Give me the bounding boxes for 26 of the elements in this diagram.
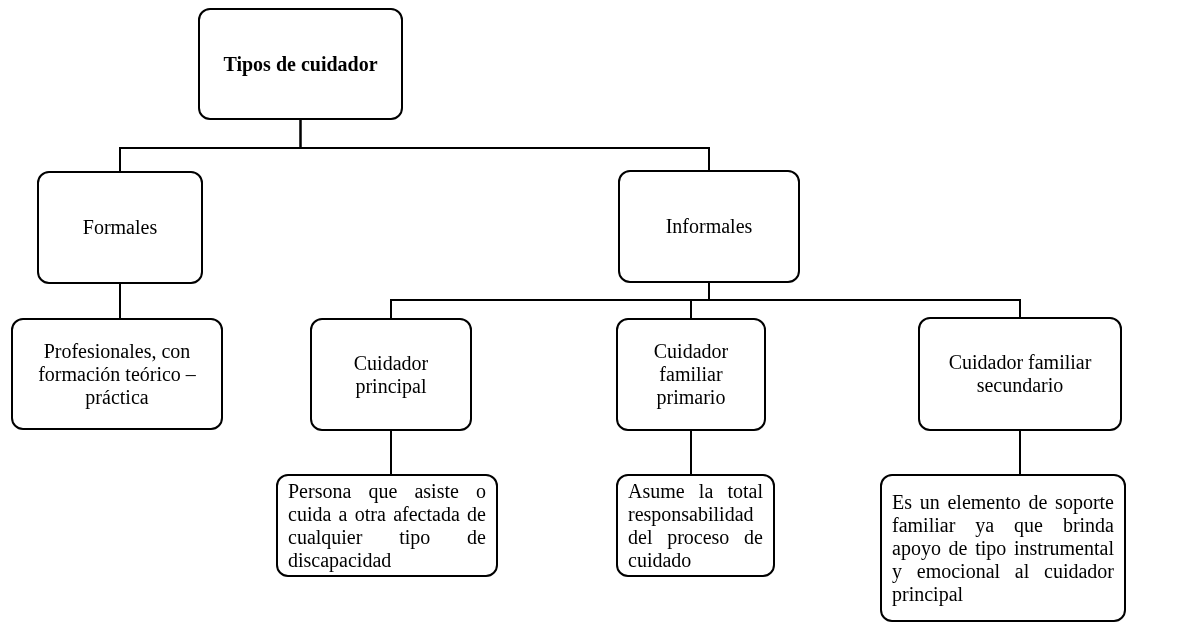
node-text: Persona que asiste o cuida a otra afectada de cualquier tipo de discapacidad bbox=[288, 479, 486, 572]
connector-line bbox=[119, 283, 121, 319]
rounded-box bbox=[618, 170, 800, 283]
node-text: Asume la total responsabilidad del proceso de cuidado bbox=[628, 479, 763, 572]
connector-line bbox=[708, 282, 1021, 318]
rounded-box bbox=[616, 474, 775, 577]
node-text: Informales bbox=[664, 215, 754, 238]
connector-line bbox=[690, 430, 692, 475]
connector-line bbox=[299, 119, 710, 171]
node-text: Cuidador familiar secundario bbox=[947, 351, 1093, 397]
connector-line bbox=[390, 430, 392, 475]
rounded-box bbox=[880, 474, 1126, 622]
rounded-box bbox=[11, 318, 223, 430]
node-text: Es un elemento de soporte familiar ya que brinda apoyo de tipo instrumental y emocional al cuidador principal bbox=[892, 490, 1114, 606]
node-text: Formales bbox=[81, 216, 159, 239]
connector-line bbox=[1019, 430, 1021, 475]
rounded-box bbox=[616, 318, 766, 431]
rounded-box bbox=[310, 318, 472, 431]
rounded-box bbox=[37, 171, 203, 284]
node-text: Profesionales, con formación teórico – práctica bbox=[37, 339, 197, 409]
rounded-box bbox=[918, 317, 1122, 431]
node-text: Tipos de cuidador bbox=[222, 52, 379, 76]
rounded-box bbox=[276, 474, 498, 577]
rounded-box bbox=[198, 8, 403, 120]
node-text: Cuidador familiar primario bbox=[652, 340, 730, 409]
node-text: Cuidador principal bbox=[352, 351, 430, 398]
